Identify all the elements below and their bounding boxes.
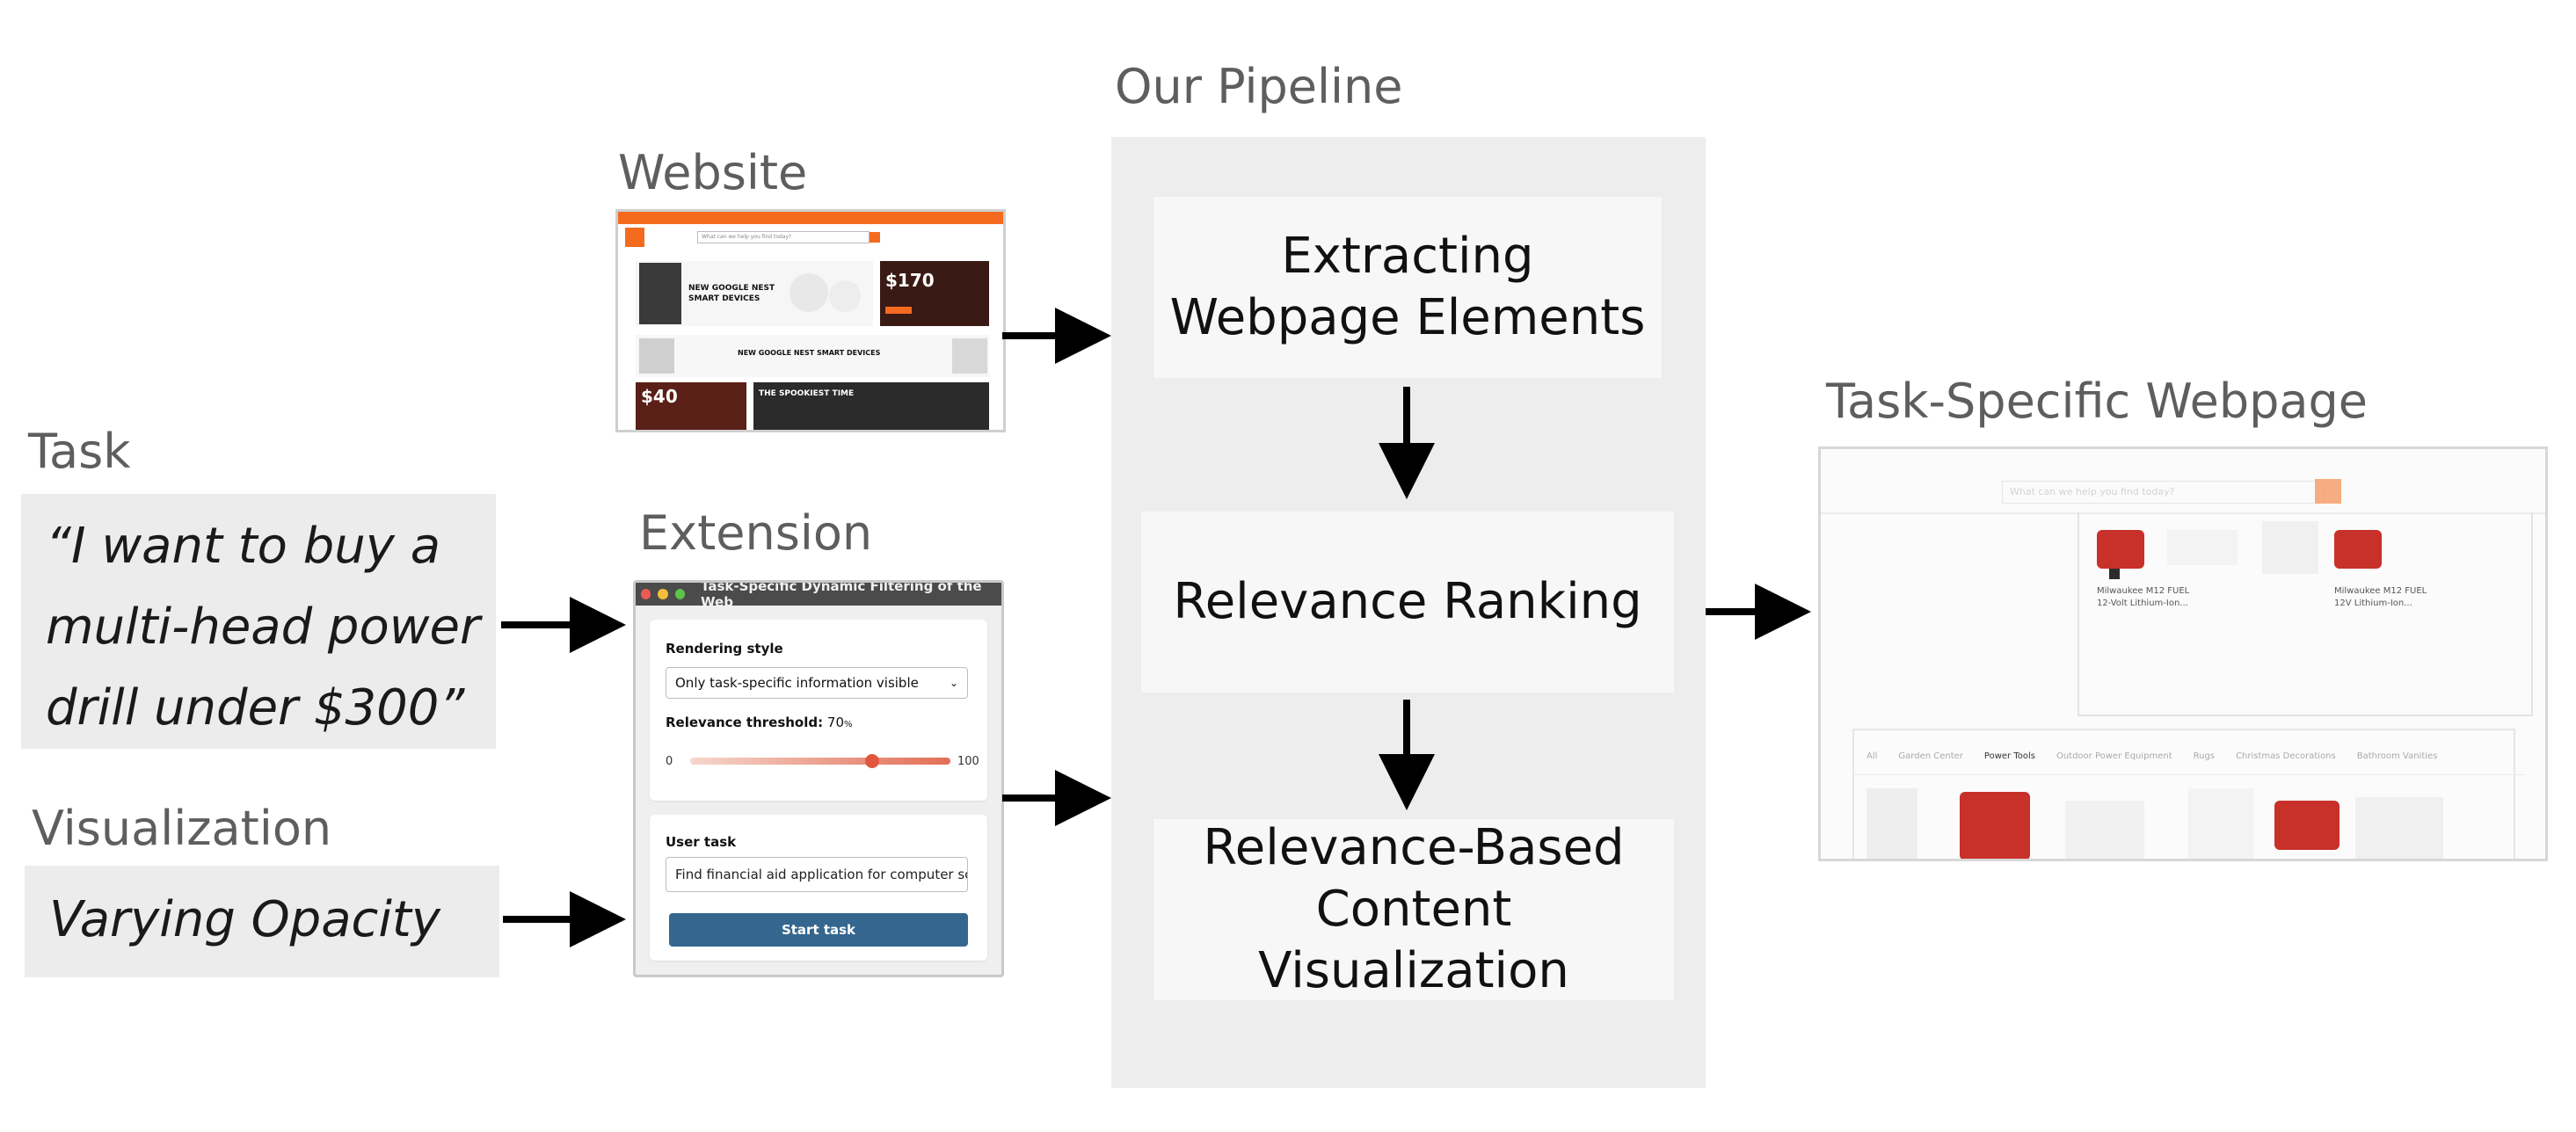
- product1-line1: Milwaukee M12 FUEL: [2097, 586, 2190, 596]
- drill-case-image: [2274, 801, 2340, 850]
- faded-product-image-1: [2167, 530, 2238, 565]
- camera-image: [790, 273, 828, 312]
- threshold-slider[interactable]: [690, 754, 950, 768]
- step-ranking: Relevance Ranking: [1141, 512, 1674, 693]
- task-line-2: multi-head power: [46, 599, 481, 656]
- task-specific-webpage: What can we help you find today? Milwauk…: [1818, 446, 2548, 861]
- doorbell-image: [639, 263, 681, 324]
- step-visualization: Relevance-Based Content Visualization: [1153, 819, 1674, 1000]
- step-ranking-text: Relevance Ranking: [1173, 573, 1642, 630]
- product2-line1: Milwaukee M12 FUEL: [2334, 586, 2427, 596]
- extension-label: Extension: [639, 505, 873, 561]
- faded-category-image-4: [2355, 797, 2443, 859]
- drill-battery-1: [2109, 569, 2120, 579]
- tsw-search-icon: [2315, 479, 2341, 504]
- tab-christmas: Christmas Decorations: [2236, 751, 2336, 761]
- promo-banner: NEW GOOGLE NEST SMART DEVICES: [636, 335, 989, 377]
- website-thumbnail: What can we help you find today? NEW GOO…: [615, 209, 1006, 432]
- promo-nest-line1: NEW GOOGLE NEST: [688, 284, 775, 293]
- faded-category-image-2: [2065, 801, 2144, 859]
- tab-all: All: [1867, 751, 1878, 761]
- tab-garden-center: Garden Center: [1898, 751, 1963, 761]
- step-visualization-line1: Relevance-Based: [1203, 819, 1625, 876]
- task-line-1: “I want to buy a: [46, 518, 441, 575]
- site-search-input: What can we help you find today?: [697, 231, 870, 243]
- promo-discount: $40: [636, 382, 746, 430]
- task-specific-label: Task-Specific Webpage: [1826, 374, 2368, 429]
- step-extracting-line1: Extracting: [1281, 228, 1534, 285]
- drill-image-2: [2334, 530, 2382, 569]
- rendering-card: Rendering style Only task-specific infor…: [650, 620, 987, 801]
- tab-power-tools: Power Tools: [1983, 751, 2035, 761]
- promo-halloween: THE SPOOKIEST TIME: [753, 382, 989, 430]
- rendering-style-value: Only task-specific information visible: [675, 675, 919, 691]
- faded-product-image-2: [2262, 521, 2318, 574]
- promo-nest-line2: SMART DEVICES: [688, 294, 760, 303]
- camera-image-2: [829, 280, 861, 312]
- close-dot-icon[interactable]: [641, 589, 651, 599]
- faded-category-image-1: [1867, 788, 1917, 859]
- tsw-header: What can we help you find today?: [1821, 449, 2545, 514]
- rendering-style-select[interactable]: Only task-specific information visible ⌄: [666, 667, 968, 699]
- site-search-icon: [870, 232, 880, 243]
- minimize-dot-icon[interactable]: [658, 589, 668, 599]
- site-logo-icon: [625, 228, 644, 247]
- faded-category-image-3: [2188, 788, 2253, 859]
- slider-thumb[interactable]: [865, 754, 880, 768]
- promo-price-value: $170: [885, 270, 935, 291]
- user-task-card: User task Find financial aid application…: [650, 815, 987, 961]
- step-visualization-line2: Content Visualization: [1258, 881, 1569, 999]
- tsw-product-panel: Milwaukee M12 FUEL 12-Volt Lithium-Ion..…: [2078, 512, 2533, 716]
- pipeline-label: Our Pipeline: [1115, 59, 1403, 114]
- threshold-row: Relevance threshold: 70%: [666, 715, 853, 730]
- drill-kit-image: [1960, 792, 2030, 859]
- maximize-dot-icon[interactable]: [674, 589, 686, 599]
- start-task-button[interactable]: Start task: [669, 913, 968, 947]
- task-line-3: drill under $300”: [46, 679, 465, 737]
- promo-price-button: [885, 307, 912, 314]
- promo-nest: NEW GOOGLE NEST SMART DEVICES: [636, 261, 873, 326]
- rendering-style-label: Rendering style: [666, 641, 783, 657]
- chevron-down-icon: ⌄: [949, 677, 958, 689]
- step-extracting-line2: Webpage Elements: [1169, 289, 1646, 346]
- product2-line2: 12V Lithium-Ion...: [2334, 599, 2412, 608]
- slider-max: 100: [957, 755, 979, 768]
- tab-outdoor-power: Outdoor Power Equipment: [2056, 751, 2172, 761]
- website-label: Website: [618, 145, 808, 200]
- threshold-label: Relevance threshold:: [666, 715, 824, 730]
- user-task-input[interactable]: Find financial aid application for compu…: [666, 857, 968, 892]
- user-task-label: User task: [666, 834, 737, 850]
- tab-bathroom: Bathroom Vanities: [2356, 751, 2438, 761]
- banner-device-image-2: [952, 338, 987, 374]
- promo-banner-text: NEW GOOGLE NEST SMART DEVICES: [738, 349, 881, 357]
- product1-line2: 12-Volt Lithium-Ion...: [2097, 599, 2188, 608]
- step-extracting: Extracting Webpage Elements: [1153, 197, 1662, 378]
- tab-rugs: Rugs: [2193, 751, 2216, 761]
- visualization-box: Varying Opacity: [25, 866, 499, 977]
- promo-halloween-text: THE SPOOKIEST TIME: [759, 389, 855, 398]
- extension-title: Task-Specific Dynamic Filtering of the W…: [701, 580, 982, 610]
- extension-window: Task-Specific Dynamic Filtering of the W…: [633, 580, 1004, 977]
- task-box: “I want to buy a multi-head power drill …: [21, 494, 496, 749]
- site-topbar: [618, 212, 1003, 224]
- task-label: Task: [28, 424, 131, 479]
- promo-price: $170: [880, 261, 989, 326]
- tsw-category-panel: All Garden Center Power Tools Outdoor Po…: [1852, 729, 2526, 859]
- tsw-tabs: All Garden Center Power Tools Outdoor Po…: [1854, 751, 2526, 775]
- site-header: What can we help you find today?: [618, 224, 1003, 250]
- threshold-unit: %: [844, 720, 853, 729]
- threshold-value: 70: [826, 715, 844, 730]
- promo-discount-value: $40: [641, 386, 678, 407]
- extension-titlebar: Task-Specific Dynamic Filtering of the W…: [636, 583, 1001, 610]
- slider-min: 0: [666, 755, 673, 768]
- drill-image-1: [2097, 530, 2144, 569]
- visualization-label: Visualization: [32, 801, 332, 856]
- banner-device-image: [639, 338, 674, 374]
- visualization-value: Varying Opacity: [49, 891, 440, 948]
